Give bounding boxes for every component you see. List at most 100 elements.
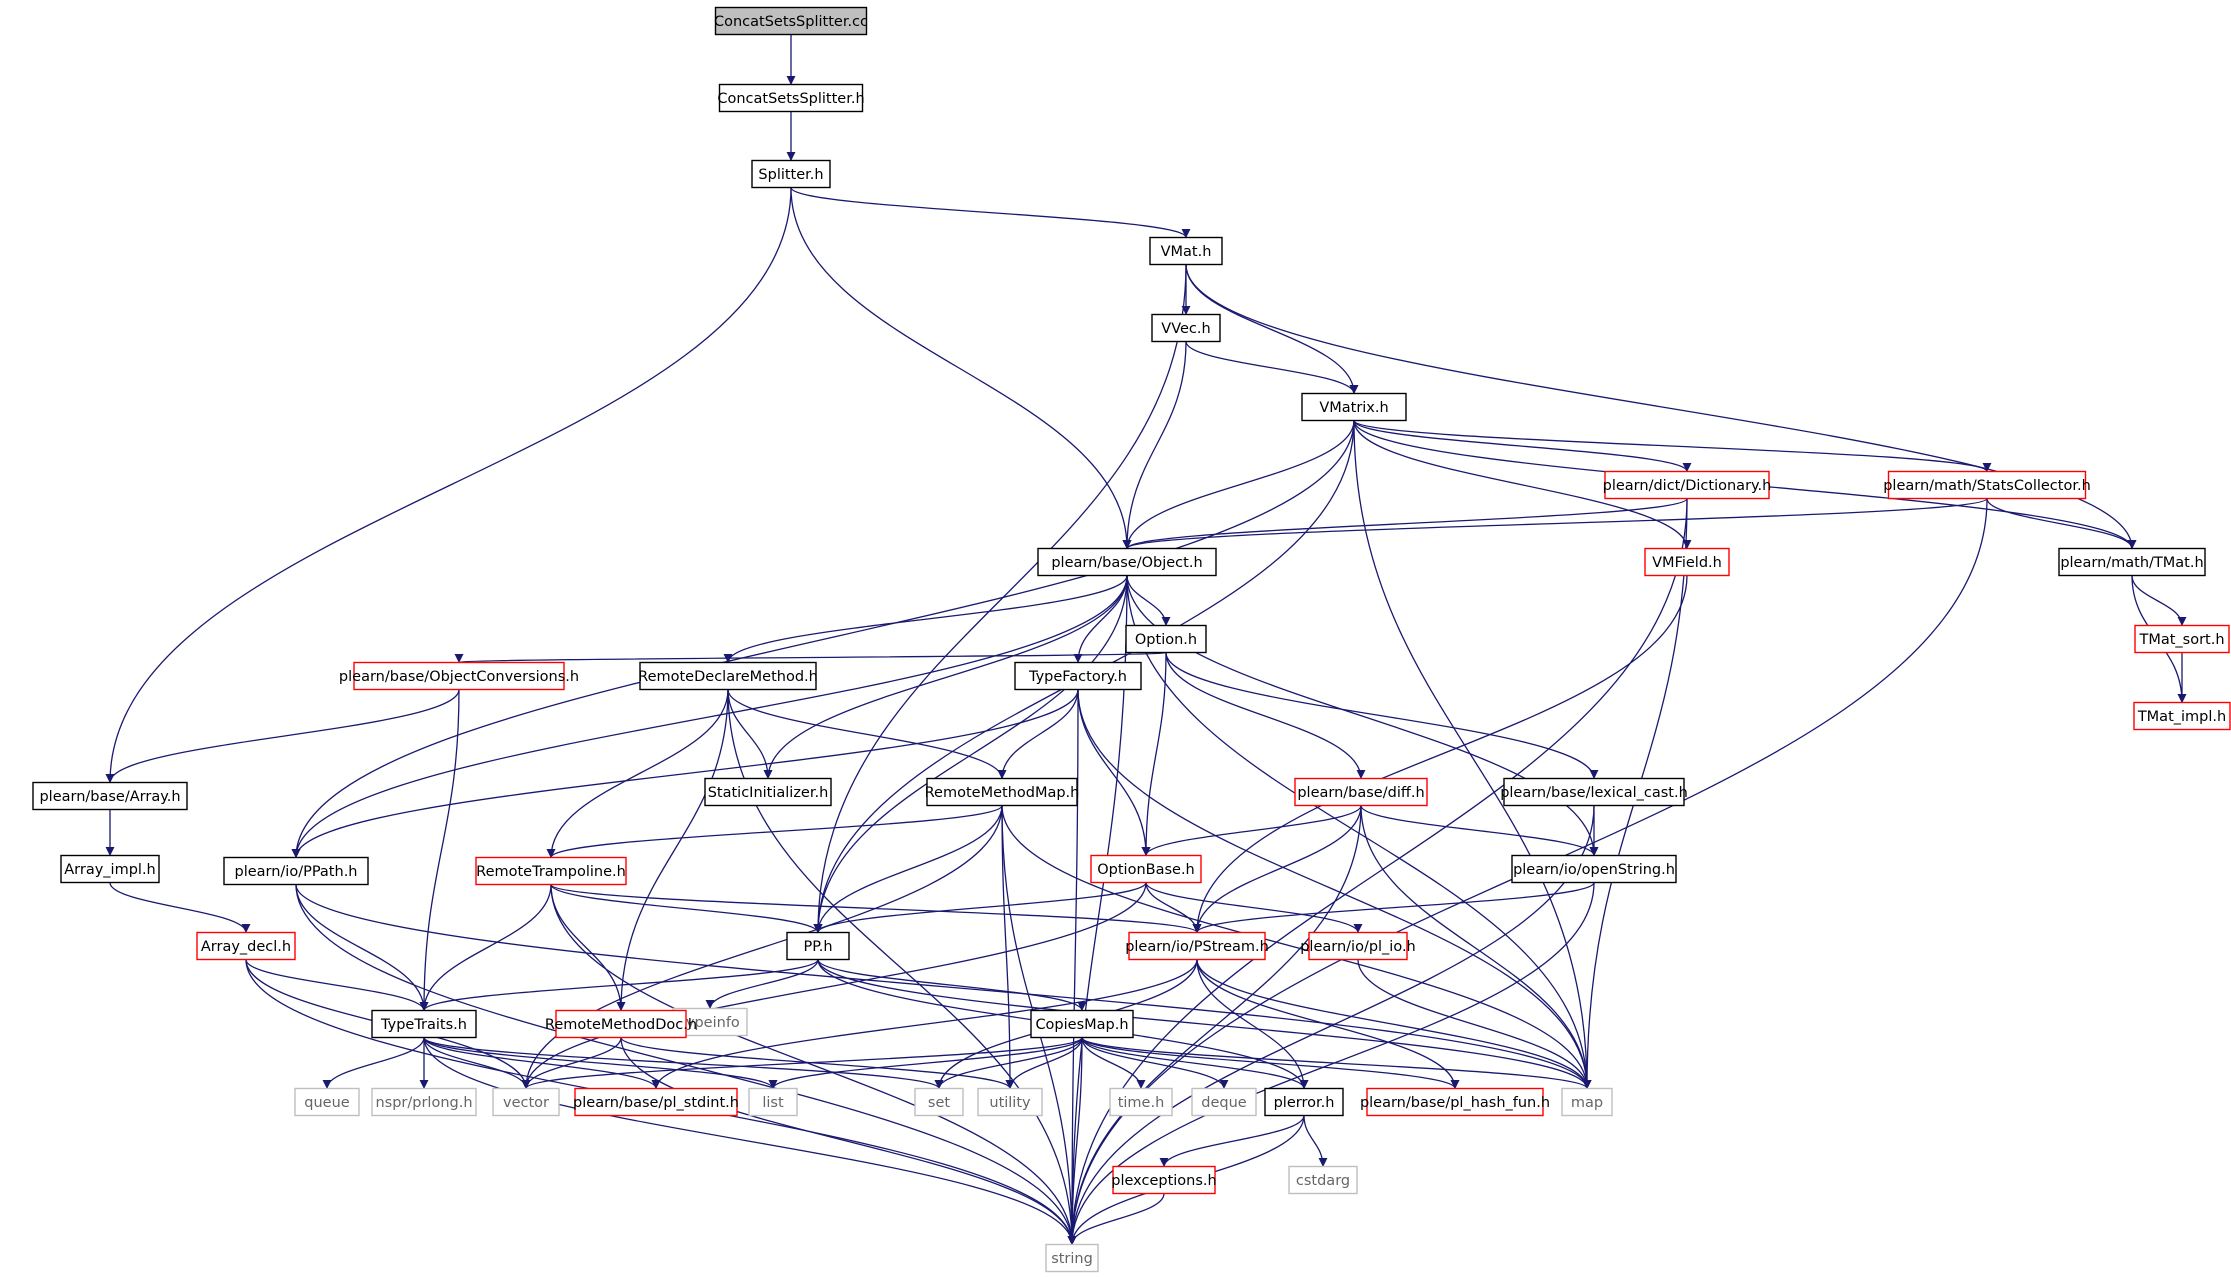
node-concatsetssplitter-h[interactable]: ConcatSetsSplitter.h [717,83,865,113]
edge-n8-n49 [1067,575,1128,1245]
node-label: VMField.h [1652,555,1722,571]
node-utility[interactable]: utility [977,1087,1043,1117]
node-label: Array_impl.h [64,862,156,878]
node-box [475,856,627,886]
node-box [718,83,864,113]
node-box [1294,777,1428,807]
node-set[interactable]: set [914,1087,964,1117]
edge-n44-n48 [1159,1115,1305,1167]
node-box [32,781,188,811]
node-deque[interactable]: deque [1191,1087,1257,1117]
edge-n3-n28 [813,264,1187,933]
node-optionbase-h[interactable]: OptionBase.h [1090,854,1202,884]
node-plearn-io-pl-io-h[interactable]: plearn/io/pl_io.h [1300,931,1416,961]
node-label: plearn/base/Object.h [1051,555,1202,571]
edge-n29-n45 [1196,959,1460,1089]
node-tmat-sort-h[interactable]: TMat_sort.h [2134,624,2230,654]
node-nspr-prlong-h[interactable]: nspr/prlong.h [371,1087,477,1117]
node-label: nspr/prlong.h [375,1095,472,1111]
node-label: Option.h [1135,632,1197,648]
edge-n15-n24 [546,689,729,858]
edge-n25-n28 [813,882,1147,933]
edge-n8-n26 [1126,575,1599,856]
node-plearn-io-pstream-h[interactable]: plearn/io/PStream.h [1125,931,1269,961]
node-box [1030,1009,1134,1039]
node-cstdarg[interactable]: cstdarg [1288,1165,1358,1195]
edge-n4-n5 [1185,341,1359,394]
node-label: plearn/io/openString.h [1513,862,1675,878]
node-plearn-math-statscollector-h[interactable]: plearn/math/StatsCollector.h [1883,470,2091,500]
node-box [1503,777,1685,807]
node-remotemethodmap-h[interactable]: RemoteMethodMap.h [925,777,1080,807]
node-box [1301,392,1407,422]
node-remotetrampoline-h[interactable]: RemoteTrampoline.h [475,856,627,886]
edge-n9-n29 [1192,575,1688,933]
node-box [2133,701,2231,731]
node-label: list [762,1095,784,1111]
node-label: plearn/base/pl_hash_fun.h [1360,1095,1550,1111]
node-vmfield-h[interactable]: VMField.h [1644,547,1730,577]
node-tmat-impl-h[interactable]: TMat_impl.h [2133,701,2231,731]
node-splitter-h[interactable]: Splitter.h [751,159,831,189]
edge-n32-n35 [322,1037,425,1089]
edge-n34-n37 [521,1036,1083,1090]
node-label: vector [503,1095,549,1111]
node-box [914,1087,964,1117]
edge-n21-n37 [521,805,1003,1089]
node-plearn-base-pl-hash-fun-h[interactable]: plearn/base/pl_hash_fun.h [1360,1087,1550,1117]
node-typefactory-h[interactable]: TypeFactory.h [1014,661,1142,691]
node-plearn-base-diff-h[interactable]: plearn/base/diff.h [1294,777,1428,807]
node-queue[interactable]: queue [294,1087,360,1117]
node-plearn-dict-dictionary-h[interactable]: plearn/dict/Dictionary.h [1603,470,1772,500]
node-label: OptionBase.h [1097,862,1195,878]
node-vector[interactable]: vector [492,1087,560,1117]
edge-n34-n40 [934,1037,1083,1089]
node-box [977,1087,1043,1117]
edge-n8-n17 [763,575,1128,779]
node-concatsetssplitter-cc[interactable]: ConcatSetsSplitter.cc [714,6,868,36]
node-vvec-h[interactable]: VVec.h [1151,313,1221,343]
node-string[interactable]: string [1045,1243,1099,1273]
node-list[interactable]: list [748,1087,798,1117]
node-plerror-h[interactable]: plerror.h [1264,1087,1344,1117]
node-label: RemoteDeclareMethod.h [638,669,818,685]
node-plearn-base-object-h[interactable]: plearn/base/Object.h [1037,547,1217,577]
edge-n5-n23 [291,420,1355,858]
node-plearn-base-array-h[interactable]: plearn/base/Array.h [32,781,188,811]
node-plearn-math-tmat-h[interactable]: plearn/math/TMat.h [2058,547,2206,577]
node-plearn-io-openstring-h[interactable]: plearn/io/openString.h [1511,854,1677,884]
node-remotedeclaremethod-h[interactable]: RemoteDeclareMethod.h [638,661,818,691]
node-label: plearn/base/lexical_cast.h [1500,785,1688,801]
node-copiesmap-h[interactable]: CopiesMap.h [1030,1009,1134,1039]
node-plearn-io-ppath-h[interactable]: plearn/io/PPath.h [223,856,369,886]
node-time-h[interactable]: time.h [1109,1087,1173,1117]
edge-n28-n34 [817,959,1087,1011]
node-staticinitializer-h[interactable]: StaticInitializer.h [704,777,832,807]
edge-n16-n21 [997,689,1079,779]
edge-n15-n17 [727,689,773,779]
node-vmatrix-h[interactable]: VMatrix.h [1301,392,1407,422]
edge-n8-n13 [1126,575,1171,626]
node-label: RemoteMethodDoc.h [545,1017,697,1033]
node-array-decl-h[interactable]: Array_decl.h [196,931,296,961]
edge-n21-n41 [1001,805,1015,1089]
node-box [714,6,868,36]
node-box [751,159,831,189]
node-option-h[interactable]: Option.h [1125,624,1207,654]
node-label: time.h [1118,1095,1165,1111]
node-typetraits-h[interactable]: TypeTraits.h [371,1009,477,1039]
node-map[interactable]: map [1561,1087,1613,1117]
edge-n5-n6 [1353,420,1692,472]
node-vmat-h[interactable]: VMat.h [1149,236,1223,266]
node-pp-h[interactable]: PP.h [786,931,850,961]
node-plearn-base-pl-stdint-h[interactable]: plearn/base/pl_stdint.h [573,1087,739,1117]
node-label: TMat_sort.h [2138,632,2224,648]
node-plearn-base-lexical-cast-h[interactable]: plearn/base/lexical_cast.h [1500,777,1688,807]
node-plearn-base-objectconversions-h[interactable]: plearn/base/ObjectConversions.h [339,661,579,691]
node-label: TMat_impl.h [2137,709,2226,725]
node-label: plearn/base/Array.h [39,789,180,805]
node-remotemethoddoc-h[interactable]: RemoteMethodDoc.h [545,1009,697,1039]
node-plexceptions-h[interactable]: plexceptions.h [1111,1165,1217,1195]
node-array-impl-h[interactable]: Array_impl.h [60,854,160,884]
edge-n24-n28 [550,884,823,933]
